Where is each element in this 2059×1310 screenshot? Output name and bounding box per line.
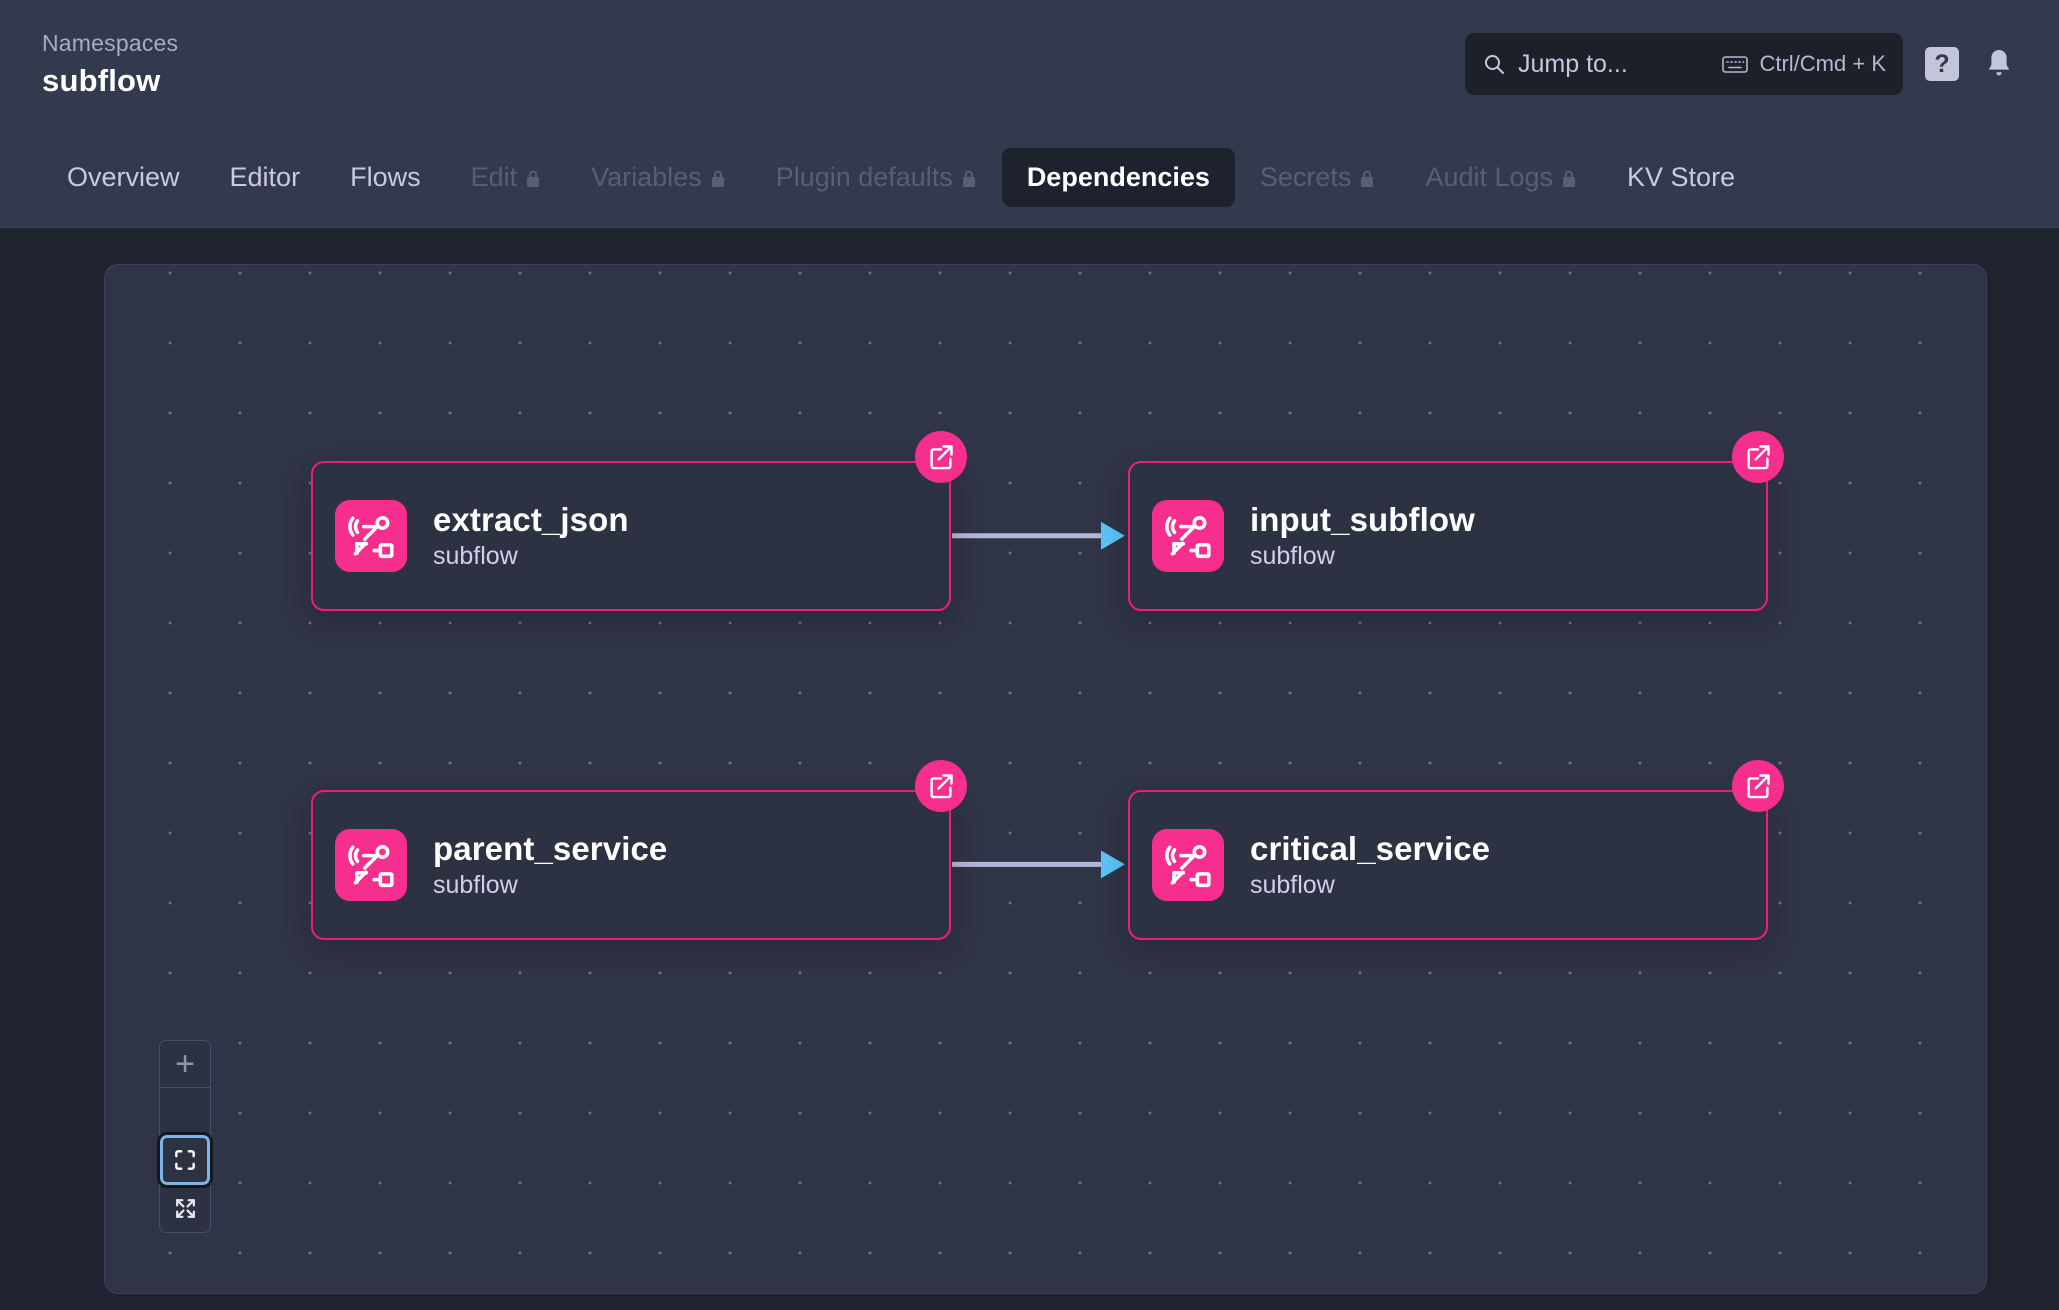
lock-icon — [710, 169, 726, 188]
bell-icon — [1984, 47, 2014, 81]
tab-plugin-defaults[interactable]: Plugin defaults — [751, 148, 1002, 207]
node-subtitle: subflow — [433, 871, 518, 899]
node-title: critical_service — [1250, 830, 1491, 867]
tab-label: Secrets — [1259, 162, 1352, 192]
node-subtitle: subflow — [1250, 871, 1335, 899]
graph-edge-parent_service-to-critical_service — [952, 850, 1125, 879]
tab-label: Plugin defaults — [775, 162, 953, 192]
expand-icon — [173, 1196, 198, 1221]
tab-overview[interactable]: Overview — [42, 148, 205, 207]
graph-edges — [952, 521, 1125, 879]
tab-label: KV Store — [1627, 162, 1736, 192]
external-link-icon[interactable] — [1732, 760, 1784, 812]
tab-kv-store[interactable]: KV Store — [1602, 148, 1760, 207]
graph-edge-extract_json-to-input_subflow — [952, 521, 1125, 550]
node-title: extract_json — [433, 501, 629, 538]
node-title: input_subflow — [1250, 501, 1475, 538]
notifications-button[interactable] — [1981, 44, 2017, 84]
node-title: parent_service — [433, 830, 668, 867]
canvas-dot-grid — [105, 265, 1986, 1293]
tab-label: Edit — [470, 162, 518, 192]
zoom-controls: + — [157, 1040, 213, 1233]
breadcrumb-parent[interactable]: Namespaces — [42, 29, 179, 56]
tab-audit-logs[interactable]: Audit Logs — [1400, 148, 1602, 207]
fullscreen-button[interactable] — [160, 1185, 210, 1232]
tab-label: Variables — [591, 162, 702, 192]
tab-dependencies[interactable]: Dependencies — [1001, 148, 1235, 207]
subflow-icon — [1152, 500, 1224, 572]
keyboard-icon — [1722, 55, 1749, 74]
external-link-icon[interactable] — [915, 431, 967, 483]
tab-label: Dependencies — [1026, 162, 1210, 192]
search-placeholder: Jump to... — [1518, 49, 1628, 78]
tab-label: Overview — [67, 162, 180, 192]
search-shortcut-label: Ctrl/Cmd + K — [1759, 51, 1886, 76]
search-input[interactable]: Jump to... Ctrl/Cmd + K — [1465, 33, 1903, 95]
fit-view-icon — [172, 1147, 198, 1173]
subflow-icon — [335, 500, 407, 572]
tab-flows[interactable]: Flows — [325, 148, 446, 207]
tab-label: Flows — [350, 162, 421, 192]
node-subtitle: subflow — [1250, 542, 1335, 570]
zoom-in-button[interactable]: + — [160, 1041, 210, 1088]
tab-secrets[interactable]: Secrets — [1235, 148, 1401, 207]
lock-icon — [961, 169, 977, 188]
lock-icon — [1359, 169, 1375, 188]
help-button[interactable]: ? — [1925, 47, 1959, 81]
top-bar: Namespaces subflow Jump to... — [0, 0, 2059, 128]
nav-tabs: Overview Editor Flows Edit Variables Plugin d… — [0, 128, 2059, 228]
breadcrumb: Namespaces subflow — [42, 30, 178, 99]
external-link-icon[interactable] — [915, 760, 967, 812]
external-link-icon[interactable] — [1732, 431, 1784, 483]
search-icon — [1482, 52, 1506, 76]
fit-view-button[interactable] — [157, 1132, 213, 1188]
tab-label: Audit Logs — [1425, 162, 1554, 192]
subflow-icon — [1152, 829, 1224, 901]
tab-variables[interactable]: Variables — [566, 148, 751, 207]
search-shortcut: Ctrl/Cmd + K — [1722, 51, 1886, 77]
zoom-out-button[interactable] — [160, 1088, 210, 1135]
top-bar-actions: Jump to... Ctrl/Cmd + K ? — [1465, 33, 2017, 95]
plus-icon: + — [175, 1045, 195, 1083]
tab-label: Editor — [229, 162, 301, 192]
tab-editor[interactable]: Editor — [205, 148, 326, 207]
subflow-icon — [335, 829, 407, 901]
lock-icon — [1561, 169, 1577, 188]
tab-edit[interactable]: Edit — [446, 148, 567, 207]
lock-icon — [525, 169, 541, 188]
page-title: subflow — [42, 62, 161, 98]
node-subtitle: subflow — [433, 542, 518, 570]
